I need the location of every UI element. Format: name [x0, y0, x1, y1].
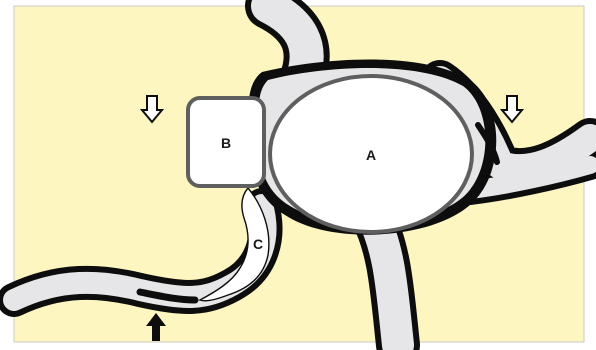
label-b: B [221, 135, 231, 151]
label-a: A [366, 147, 376, 163]
label-c: C [253, 236, 263, 252]
